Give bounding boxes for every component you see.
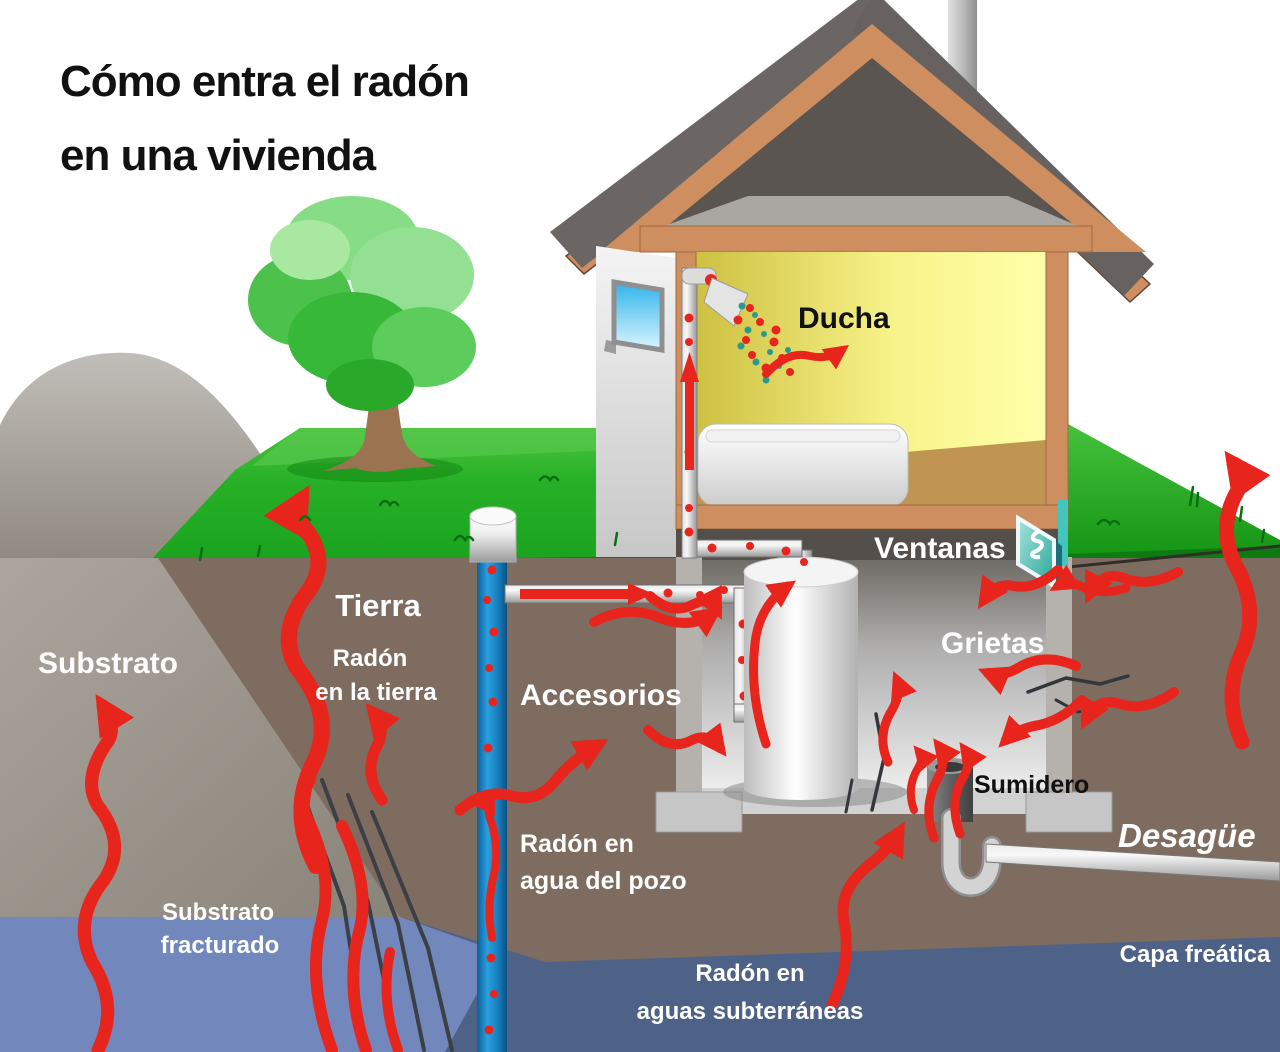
label-substrato-fracturado-2: fracturado [161,932,280,959]
shower-head [703,277,749,327]
footing-right [1025,791,1113,833]
water-table-light [0,917,500,1052]
radon-arrow-grietas [977,654,1081,696]
label-aguas-2: aguas subterráneas [637,998,864,1025]
radon-arrow-floor-crack [878,670,917,767]
tree [248,196,476,482]
top-beam [639,225,1093,253]
label-substrato-fracturado-1: Substrato [162,899,274,926]
radon-house-arrows [454,450,1271,1011]
radon-arrow [454,739,609,816]
radon-arrow [1085,567,1183,604]
radon-arrow-outdoors [1219,450,1271,750]
label-sumidero: Sumidero [974,771,1089,799]
radon-arrow-well [472,788,501,942]
bathroom [695,252,1046,507]
drain-pipe [985,843,1280,882]
label-ducha: Ducha [798,302,890,335]
floor-beam [675,504,1069,530]
radon-flow-in-riser [685,382,694,470]
label-ventanas: Ventanas [874,532,1006,565]
radon-arrow-sump [924,738,962,843]
basement-wall-right [1046,557,1072,795]
radon-arrow-sump [950,741,987,839]
radon-underground-arrows [77,484,403,1052]
labels: Cómo entra el radón en una vivienda Duch… [38,57,1271,1025]
label-aguas-1: Radón en [695,960,804,987]
diagram-title-line2: en una vivienda [60,131,377,180]
attic-interior [650,58,1092,240]
diagram-title-line1: Cómo entra el radón [60,57,469,106]
radon-flow-in-pipe [520,589,628,599]
radon-arrow-window [977,565,1063,610]
label-pozo-2: agua del pozo [520,867,687,895]
label-accesorios: Accesorios [520,679,682,712]
label-pozo-1: Radón en [520,830,634,858]
radon-stream [336,820,372,1052]
radon-arrow-substrato [77,694,134,1052]
radon-particles-well [483,565,499,1035]
footing-left [655,791,743,833]
label-substrato: Substrato [38,647,178,680]
roof [550,0,1154,304]
radon-arrow [645,585,722,620]
radon-arrow-tank [749,580,797,749]
attic-floor [664,196,1078,226]
radon-arrow [1081,687,1179,730]
radon-arrow [643,722,727,757]
label-tierra-sub1: Radón [333,645,408,672]
grass-tufts [198,475,1266,562]
radon-arrow [906,745,939,814]
label-grietas: Grietas [941,627,1044,660]
radon-arrow-accesorios [589,606,723,638]
shower-spray [733,302,850,384]
label-desague: Desagüe [1118,817,1256,854]
label-tierra: Tierra [335,588,421,623]
soil-edge-line [1067,544,1280,569]
label-capa-freatica: Capa freática [1120,941,1271,968]
radon-arrow-ducha [762,344,850,378]
grass-right [1068,424,1280,568]
upper-window [604,279,665,354]
well [469,506,517,1052]
radon-arrow-tierra [263,484,330,874]
radon-arrow-grietas [998,695,1087,748]
water-heater-tank [723,549,907,807]
radon-arrow [365,702,401,806]
radon-stream-groundwater [826,821,905,1011]
label-tierra-sub2: en la tierra [315,679,437,706]
house [550,0,1154,560]
radon-stream [381,947,403,1052]
right-stud [1045,251,1069,509]
